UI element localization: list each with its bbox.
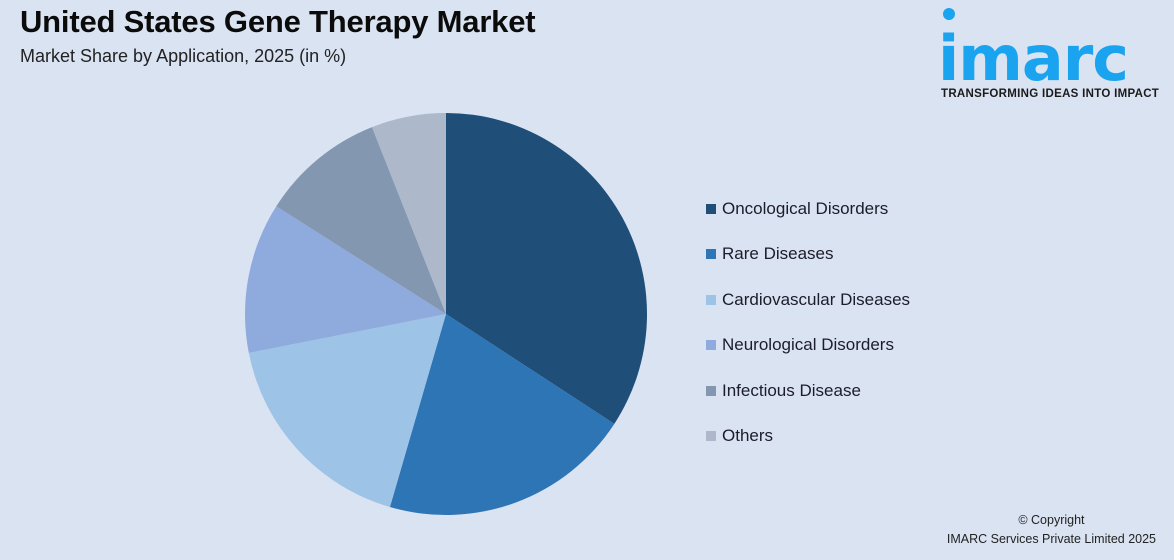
chart-title: United States Gene Therapy Market: [20, 4, 536, 39]
legend-item: Cardiovascular Diseases: [706, 277, 910, 323]
copyright-notice: © Copyright IMARC Services Private Limit…: [947, 511, 1156, 549]
copyright-line-1: © Copyright: [1018, 513, 1085, 527]
legend-swatch-icon: [706, 294, 716, 305]
pie-slice-neurological-disorders: [245, 206, 446, 353]
legend-swatch-icon: [706, 385, 716, 396]
legend-label: Oncological Disorders: [722, 198, 889, 218]
imarc-logo: imarc TRANSFORMING IDEAS INTO IMPACT: [938, 8, 1168, 108]
pie-slice-cardiovascular-diseases: [248, 314, 446, 508]
legend-swatch-icon: [706, 249, 716, 260]
pie-chart: [245, 113, 647, 515]
legend-item: Others: [706, 414, 910, 460]
pie-slice-infectious-disease: [276, 127, 446, 314]
pie-slice-rare-diseases: [389, 314, 615, 515]
pie-slice-oncological-disorders: [446, 113, 647, 424]
copyright-line-2: IMARC Services Private Limited 2025: [946, 532, 1156, 546]
legend-swatch-icon: [706, 431, 716, 442]
legend-label: Cardiovascular Diseases: [722, 289, 911, 309]
legend-swatch-icon: [706, 203, 716, 214]
legend-label: Neurological Disorders: [722, 335, 894, 355]
legend-item: Rare Diseases: [706, 232, 910, 278]
legend-label: Others: [722, 426, 774, 446]
legend-item: Infectious Disease: [706, 368, 910, 414]
logo-tagline: TRANSFORMING IDEAS INTO IMPACT: [941, 88, 1160, 100]
legend-label: Rare Diseases: [722, 244, 834, 264]
legend-swatch-icon: [706, 340, 716, 351]
logo-dot-icon: [943, 8, 955, 20]
legend-item: Neurological Disorders: [706, 323, 910, 369]
logo-wordmark: imarc: [938, 22, 1129, 95]
chart-subtitle: Market Share by Application, 2025 (in %): [20, 46, 347, 66]
legend-label: Infectious Disease: [722, 380, 861, 400]
legend-item: Oncological Disorders: [706, 186, 910, 232]
pie-slice-others: [372, 113, 446, 314]
